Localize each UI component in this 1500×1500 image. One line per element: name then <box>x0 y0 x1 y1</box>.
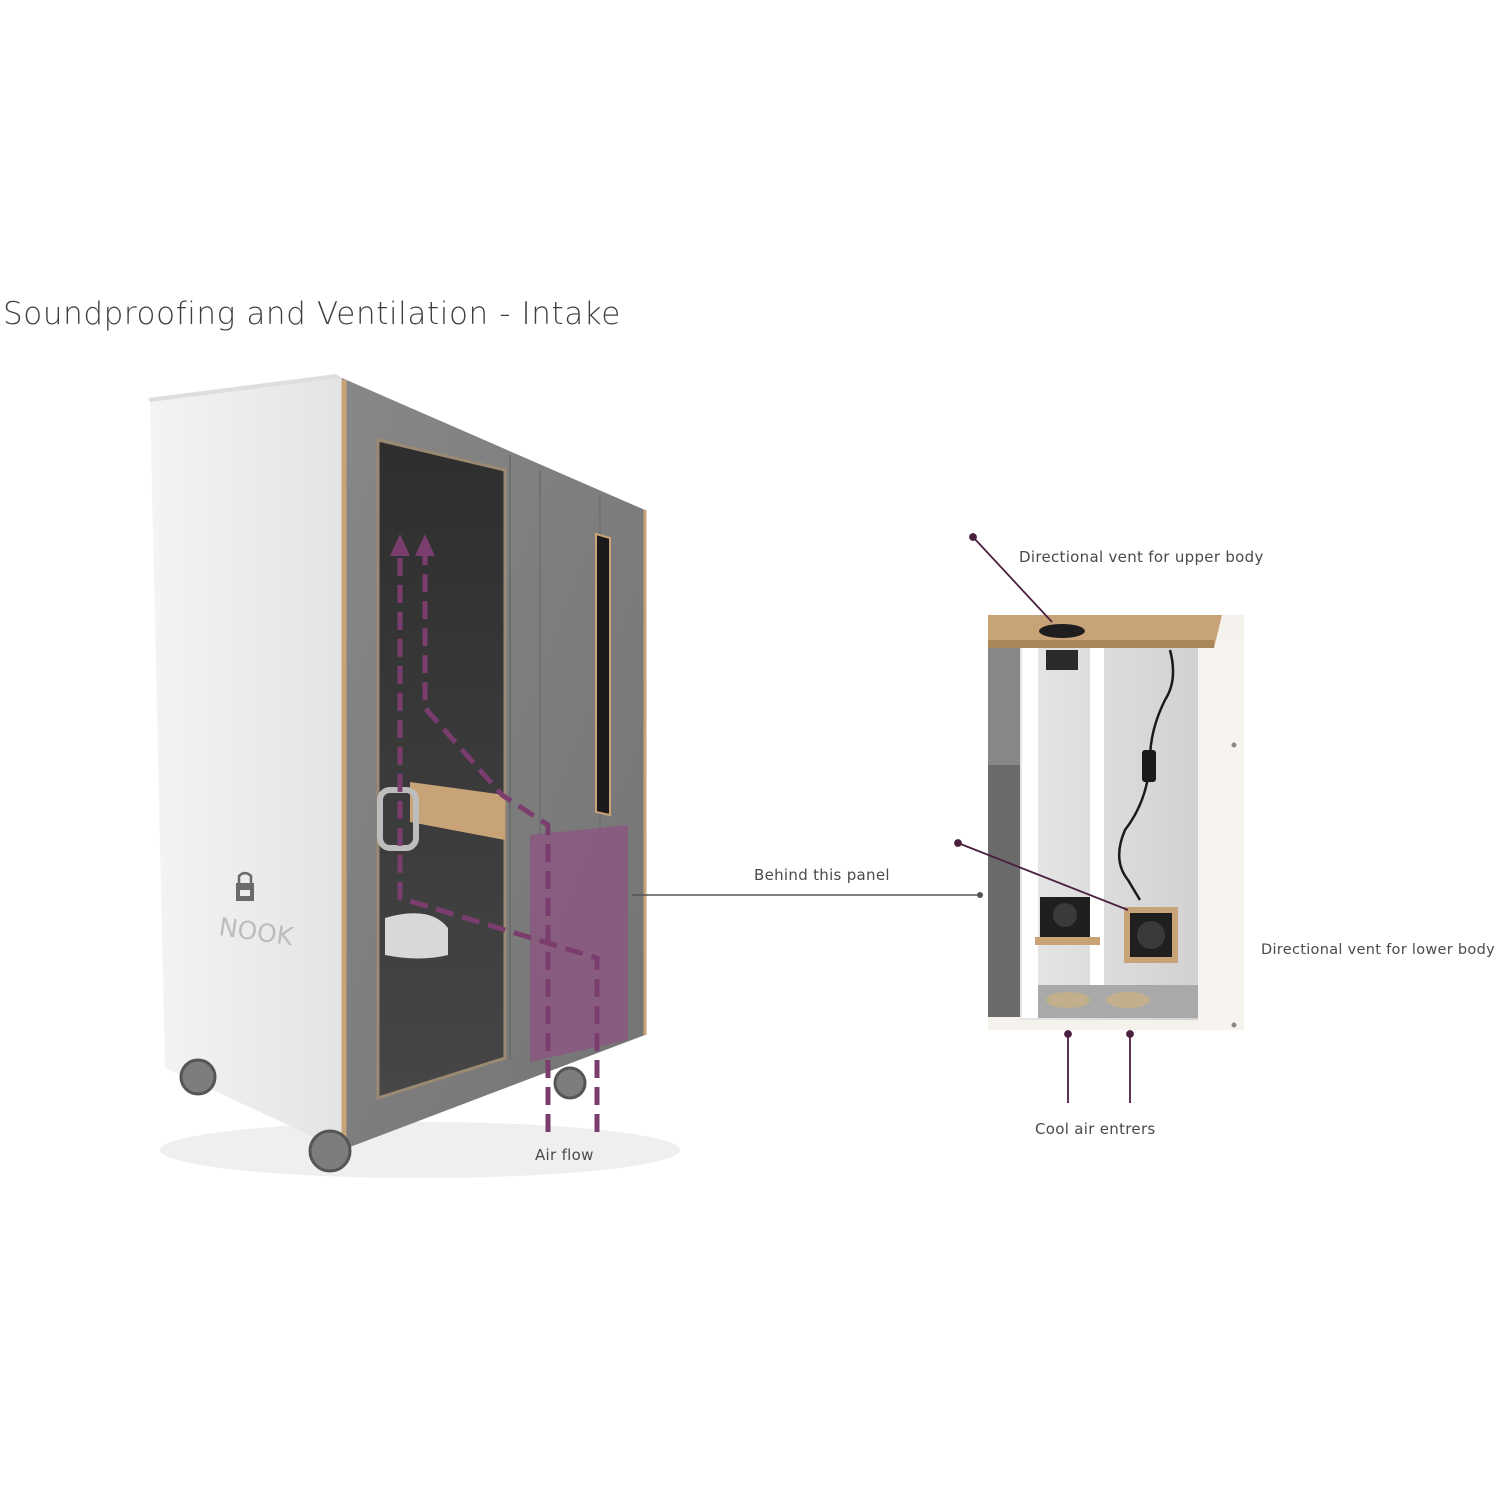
label-vent-upper: Directional vent for upper body <box>1019 548 1264 566</box>
interior-desk <box>410 782 505 840</box>
cabinet-side-wall <box>1198 640 1244 1030</box>
fan-shelf <box>1035 937 1100 945</box>
top-board <box>988 615 1222 648</box>
cabinet-interior <box>1020 645 1220 1020</box>
page-title: Soundproofing and Ventilation - Intake <box>3 296 621 332</box>
label-behind-panel: Behind this panel <box>754 866 890 884</box>
photo-callouts <box>954 533 1134 1103</box>
upper-vent-housing <box>1046 650 1078 670</box>
cabinet-divider <box>1090 648 1104 1018</box>
nook-pod: NOOK <box>148 374 680 1178</box>
door-glass <box>376 438 507 1101</box>
pod-top-edge <box>148 374 342 402</box>
cabinet-divider <box>1022 648 1038 1018</box>
pod-side-panel <box>150 378 342 1150</box>
floor-intake-hole <box>1046 992 1090 1008</box>
cable-adapter <box>1142 750 1156 782</box>
upper-vent-icon <box>1039 624 1085 638</box>
intake-compartment-photo <box>988 615 1244 1030</box>
pod-shadow <box>160 1122 680 1178</box>
wheels <box>179 1058 587 1173</box>
intake-panel-highlight <box>530 825 628 1062</box>
label-cool-air: Cool air entrers <box>1035 1120 1156 1138</box>
air-flow-arrowheads <box>390 534 435 556</box>
callout-dot <box>977 892 983 898</box>
nook-logo-icon <box>236 871 254 901</box>
air-flow-paths <box>397 555 600 1132</box>
floor-intake-hole <box>1106 992 1150 1008</box>
side-window-slot <box>595 532 611 817</box>
interior-seat <box>385 913 448 959</box>
label-air-flow: Air flow <box>535 1146 594 1164</box>
label-vent-lower: Directional vent for lower body <box>1261 942 1495 958</box>
